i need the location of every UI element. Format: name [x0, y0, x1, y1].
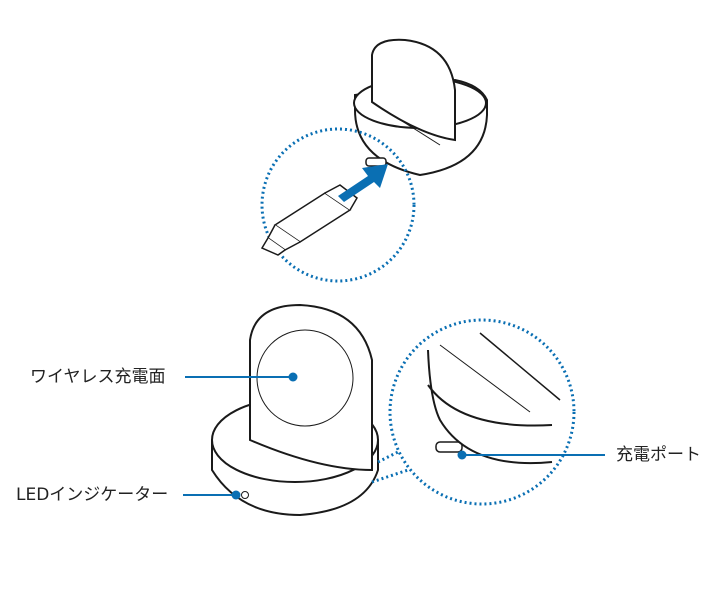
wireless-charging-surface-label: ワイヤレス充電面: [30, 367, 166, 387]
insert-arrow-icon: [338, 164, 388, 202]
top-zoom-circle: [260, 127, 416, 283]
bottom-zoom-circle: [388, 318, 576, 506]
top-charger-dock: [353, 38, 488, 177]
led-indicator-label: LEDインジケーター: [16, 485, 169, 505]
charging-port-label: 充電ポート: [616, 445, 701, 465]
bottom-charger-dock: [211, 303, 379, 517]
port-closeup: [427, 332, 561, 465]
